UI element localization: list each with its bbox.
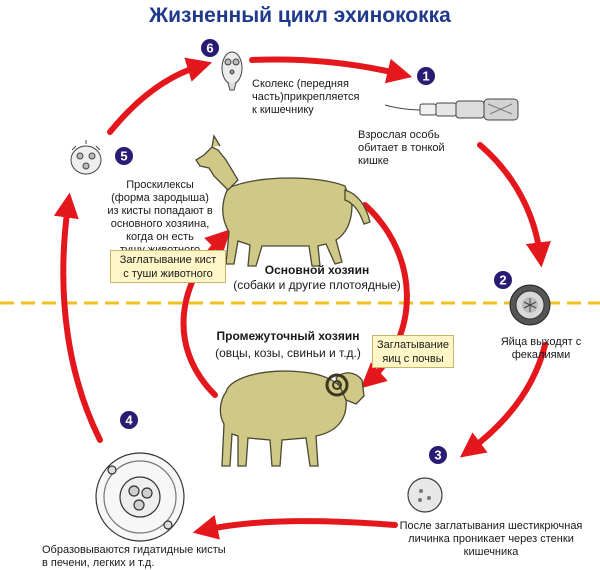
scolex-illustration [221, 51, 243, 91]
stage-badges: 1 2 3 4 5 6 [115, 39, 512, 464]
stage-badge-1: 1 [417, 67, 435, 85]
stage-badge-3: 3 [429, 446, 447, 464]
arrow-1-to-2 [477, 142, 551, 268]
arrow-6-to-1 [249, 56, 413, 84]
sheep-illustration [219, 370, 365, 467]
arrow-3-to-4 [192, 515, 398, 540]
dog-illustration [195, 134, 371, 267]
stage-badge-number: 4 [125, 413, 133, 428]
arrow-4-to-5 [53, 192, 103, 443]
main-host-label: Основной хозяин (собаки и другие плотояд… [233, 263, 401, 292]
stage-badge-number: 2 [499, 273, 506, 288]
protoscolex-illustration [70, 140, 102, 175]
arrow-2-to-3 [459, 342, 548, 458]
intermediate-host-label: Промежуточный хозяин (овцы, козы, свиньи… [215, 329, 361, 360]
stage-badge-2: 2 [494, 271, 512, 289]
adult-worm-illustration [384, 98, 519, 121]
egg-illustration [509, 284, 551, 326]
stage-badge-number: 5 [120, 149, 127, 164]
arrow-5-to-6 [107, 57, 213, 135]
diagram-title: Жизненный цикл эхинококка [149, 4, 451, 27]
stage-badge-5: 5 [115, 147, 133, 165]
stage-5-label: Проскилексы(форма зародыша)из кисты попа… [107, 179, 213, 256]
stage-badge-4: 4 [120, 411, 138, 429]
stage-badge-number: 6 [206, 41, 213, 56]
stage-badge-number: 1 [422, 69, 429, 84]
stage-badge-6: 6 [201, 39, 219, 57]
oncosphere-illustration [407, 477, 443, 513]
stage-badge-number: 3 [434, 448, 441, 463]
hydatid-cyst-illustration [95, 452, 185, 542]
